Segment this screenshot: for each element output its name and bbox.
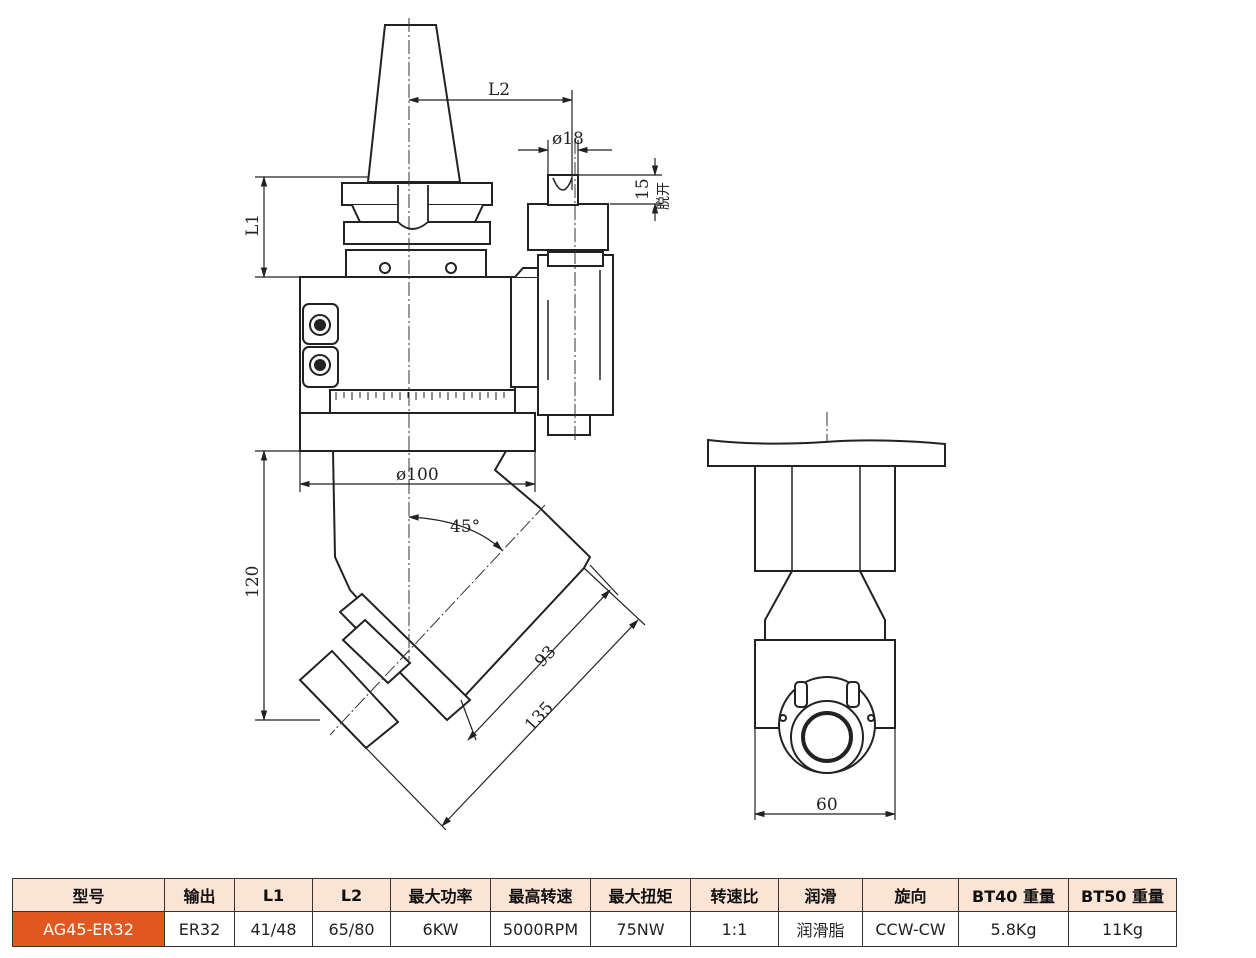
collet-bore xyxy=(801,711,853,763)
header-rotation: 旋向 xyxy=(862,878,959,912)
header-model: 型号 xyxy=(12,878,165,912)
collet-nut xyxy=(298,649,400,750)
cell-lubrication: 润滑脂 xyxy=(778,911,863,947)
scale-ruler xyxy=(329,389,516,414)
cell-output: ER32 xyxy=(164,911,235,947)
cell-L2: 65/80 xyxy=(312,911,391,947)
header-output: 输出 xyxy=(164,878,235,912)
spec-table: 型号 输出 L1 L2 最大功率 最高转速 最大扭矩 转速比 润滑 旋向 BT4… xyxy=(12,878,1177,947)
cell-L1: 41/48 xyxy=(234,911,313,947)
dim-135: 135 xyxy=(521,698,558,735)
cell-max-speed: 5000RPM xyxy=(490,911,591,947)
screw-hole-right xyxy=(445,262,457,274)
cell-max-torque: 75NW xyxy=(590,911,691,947)
table-row: AG45-ER32 ER32 41/48 65/80 6KW 5000RPM 7… xyxy=(12,911,1177,947)
dim-tuokai: 脱开 xyxy=(656,182,672,210)
dim-15: 15 xyxy=(633,178,653,200)
dim-phi100: ø100 xyxy=(396,465,439,485)
header-max-power: 最大功率 xyxy=(390,878,491,912)
dim-45deg: 45° xyxy=(450,517,480,537)
dim-phi18: ø18 xyxy=(552,129,584,149)
side-body xyxy=(754,465,896,572)
cell-model: AG45-ER32 xyxy=(12,911,165,947)
dimension-lines xyxy=(255,90,662,831)
header-L2: L2 xyxy=(312,878,391,912)
cell-bt40-weight: 5.8Kg xyxy=(958,911,1069,947)
side-dimension xyxy=(753,728,897,820)
cell-bt50-weight: 11Kg xyxy=(1068,911,1177,947)
header-max-speed: 最高转速 xyxy=(490,878,591,912)
header-max-torque: 最大扭矩 xyxy=(590,878,691,912)
technical-drawing: L2 ø18 15 脱开 L1 ø100 45° 120 93 135 60 xyxy=(243,18,946,831)
screw-hole-left xyxy=(379,262,391,274)
side-view xyxy=(707,438,946,774)
dim-L2: L2 xyxy=(488,80,510,100)
side-taper xyxy=(764,570,886,641)
header-bt50-weight: BT50 重量 xyxy=(1068,878,1177,912)
dim-60: 60 xyxy=(816,795,838,815)
header-L1: L1 xyxy=(234,878,313,912)
front-view xyxy=(298,24,614,750)
header-bt40-weight: BT40 重量 xyxy=(958,878,1069,912)
cell-ratio: 1:1 xyxy=(690,911,779,947)
cell-max-power: 6KW xyxy=(390,911,491,947)
side-flange xyxy=(707,438,946,467)
header-ratio: 转速比 xyxy=(690,878,779,912)
neck xyxy=(345,249,487,278)
cell-rotation: CCW-CW xyxy=(862,911,959,947)
scale-ticks xyxy=(335,392,505,400)
table-header-row: 型号 输出 L1 L2 最大功率 最高转速 最大扭矩 转速比 润滑 旋向 BT4… xyxy=(12,878,1177,912)
taper-shank xyxy=(366,24,462,183)
dim-L1: L1 xyxy=(243,214,263,236)
dim-120: 120 xyxy=(243,566,263,598)
header-lubrication: 润滑 xyxy=(778,878,863,912)
